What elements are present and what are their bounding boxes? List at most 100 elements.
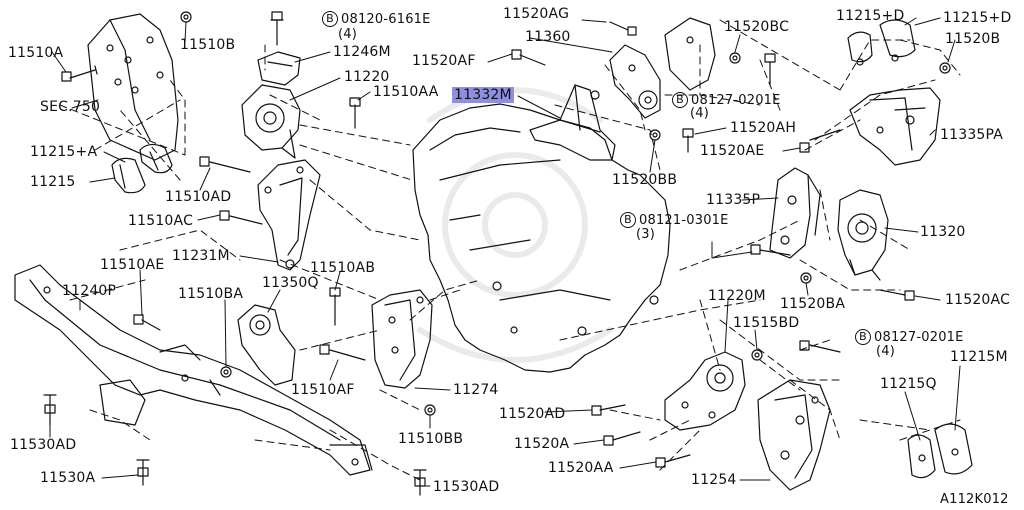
bracket-11246m bbox=[257, 51, 301, 86]
label-11520ae: 11520AE bbox=[700, 143, 765, 159]
nut-11510b bbox=[180, 11, 192, 23]
highlighted-part-number[interactable]: 11332M bbox=[452, 87, 514, 103]
pad-11215a bbox=[111, 143, 173, 194]
label-11510af: 11510AF bbox=[291, 382, 355, 398]
label-11231m: 11231M bbox=[172, 248, 230, 264]
label-11215a: 11215+A bbox=[30, 144, 98, 160]
bolt-11520af bbox=[511, 49, 546, 66]
nut-11510ba bbox=[220, 366, 232, 378]
bracket-11274 bbox=[371, 289, 433, 389]
bolt-11520ac bbox=[879, 289, 915, 301]
label-11520ag: 11520AG bbox=[503, 6, 570, 22]
bolt-11530a bbox=[136, 459, 150, 486]
label-11520ba: 11520BA bbox=[780, 296, 846, 312]
mount-11220 bbox=[241, 84, 301, 159]
label-11510ae: 11510AE bbox=[100, 257, 165, 273]
bolt-11520ad bbox=[591, 404, 626, 416]
watermark bbox=[417, 87, 613, 363]
label-11220m: 11220M bbox=[708, 288, 766, 304]
label-11215q: 11215Q bbox=[880, 376, 937, 392]
label-11215m: 11215M bbox=[950, 349, 1008, 365]
bolt-part-number: 08127-0201E bbox=[691, 93, 781, 108]
label-11215: 11215 bbox=[30, 174, 76, 190]
bolt-11530ad-left bbox=[43, 394, 57, 426]
crossmember-11240p bbox=[14, 264, 373, 476]
label-11510bb: 11510BB bbox=[398, 431, 464, 447]
mount-11320 bbox=[837, 189, 889, 281]
bracket-upper-right bbox=[664, 17, 716, 91]
label-11520bb: 11520BB bbox=[612, 172, 678, 188]
label-11520ad: 11520AD bbox=[499, 406, 566, 422]
bolt-11510ac bbox=[219, 210, 263, 225]
nut-11520b bbox=[939, 62, 951, 74]
label-11350q: 11350Q bbox=[262, 275, 319, 291]
label-11215d-2: 11215+D bbox=[943, 10, 1012, 26]
label-11510ba: 11510BA bbox=[178, 286, 244, 302]
label-11220: 11220 bbox=[344, 69, 390, 85]
mount-11350q bbox=[237, 304, 296, 386]
bolt-part-number: 08121-0301E bbox=[639, 213, 729, 228]
bracket-11231m bbox=[257, 159, 321, 271]
bolt-prefix-symbol: B bbox=[855, 329, 871, 345]
label-11520ah: 11520AH bbox=[730, 120, 797, 136]
label-11510b: 11510B bbox=[180, 37, 236, 53]
mount-11360 bbox=[609, 44, 661, 119]
label-11530ad-left: 11530AD bbox=[10, 437, 77, 453]
bolt-11520ag bbox=[609, 21, 637, 36]
label-11520ac: 11520AC bbox=[945, 292, 1011, 308]
label-leaders bbox=[49, 17, 961, 487]
nut-11510bb bbox=[424, 404, 436, 416]
label-sec750: SEC.750 bbox=[40, 99, 101, 115]
label-11335p: 11335P bbox=[706, 192, 761, 208]
bolt-prefix-symbol: B bbox=[620, 212, 636, 228]
bolt-11510ae bbox=[133, 314, 161, 331]
label-11530ad-right: 11530AD bbox=[433, 479, 500, 495]
bolt-11510af bbox=[319, 344, 366, 361]
bolt-part-number: 08127-0201E bbox=[874, 330, 964, 345]
bolt-quantity: (4) bbox=[690, 106, 710, 121]
label-11520a: 11520A bbox=[514, 436, 570, 452]
figure-code: A112K012 bbox=[940, 492, 1009, 507]
label-11515bd: 11515BD bbox=[733, 315, 800, 331]
bolt-part-number: 08120-6161E bbox=[341, 12, 431, 27]
label-11240p: 11240P bbox=[62, 283, 117, 299]
dashed-leaders bbox=[59, 19, 961, 481]
label-11274: 11274 bbox=[453, 382, 499, 398]
bolt-08127-lower bbox=[799, 340, 841, 353]
bolt-11510ad bbox=[199, 156, 251, 173]
label-11360: 11360 bbox=[525, 29, 571, 45]
bolt-11510ab bbox=[329, 287, 341, 326]
bolt-11530ad-right bbox=[413, 469, 427, 496]
bracket-11335p bbox=[769, 167, 821, 259]
mount-11220m bbox=[664, 351, 746, 431]
bracket-11332m bbox=[529, 84, 616, 161]
bolt-11510aa bbox=[349, 97, 361, 129]
label-11246m: 11246M bbox=[333, 44, 391, 60]
label-11335pa: 11335PA bbox=[940, 127, 1004, 143]
nut-11520bb bbox=[649, 129, 661, 141]
label-11510a: 11510A bbox=[8, 45, 64, 61]
label-11332m: 11332M bbox=[452, 87, 514, 103]
bracket-11335pa bbox=[849, 87, 941, 166]
label-11520b: 11520B bbox=[945, 31, 1001, 47]
label-11510ad: 11510AD bbox=[165, 189, 232, 205]
label-11510ac: 11510AC bbox=[128, 213, 194, 229]
bolt-quantity: (3) bbox=[636, 227, 656, 242]
bolt-08120 bbox=[270, 11, 284, 46]
label-11254: 11254 bbox=[691, 472, 737, 488]
label-11510aa: 11510AA bbox=[373, 84, 439, 100]
bolt-prefix-symbol: B bbox=[672, 92, 688, 108]
bolt-11520ah bbox=[682, 128, 694, 153]
bolt-11520ae bbox=[799, 129, 841, 153]
label-11520aa: 11520AA bbox=[548, 460, 614, 476]
bolt-quantity: (4) bbox=[338, 27, 358, 42]
label-11215d-1: 11215+D bbox=[836, 8, 905, 24]
label-11520bc: 11520BC bbox=[724, 19, 790, 35]
bolt-11510a bbox=[61, 65, 98, 82]
pads-11215d bbox=[847, 19, 916, 66]
